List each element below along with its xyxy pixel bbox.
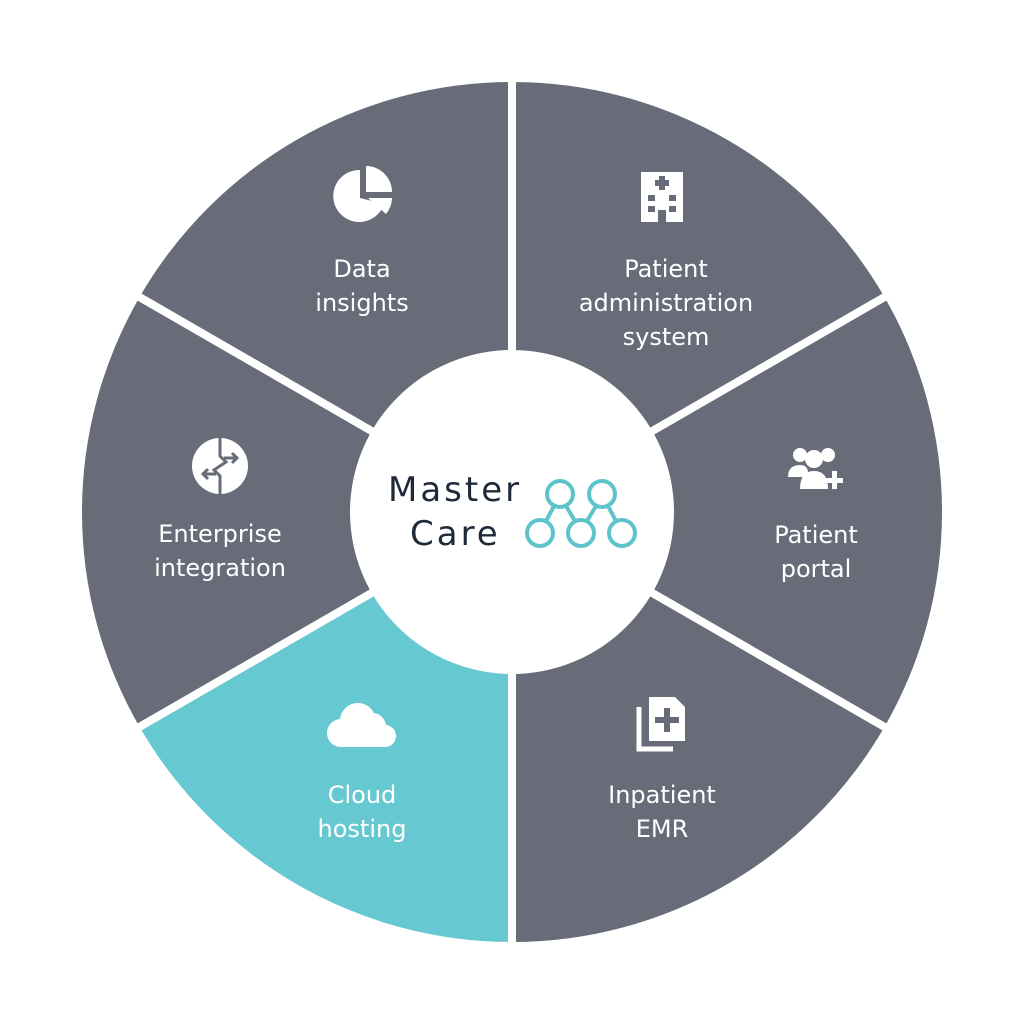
label-enterprise-integration: Enterprise integration (100, 517, 340, 585)
label-cloud-hosting: Cloud hosting (242, 778, 482, 846)
segment-patient-portal (512, 297, 943, 727)
label-line: Inpatient (608, 781, 716, 809)
logo-mark (525, 479, 637, 548)
label-line: hosting (317, 815, 407, 843)
label-line: EMR (635, 815, 689, 843)
hospital-building-icon (641, 172, 683, 222)
label-line: Data (333, 255, 391, 283)
users-plus-icon (788, 448, 843, 489)
label-patient-administration: Patient administration system (546, 252, 786, 354)
logo-text-master: Master (388, 470, 523, 510)
label-line: administration (578, 289, 754, 317)
label-data-insights: Data insights (242, 252, 482, 320)
label-line: Patient (624, 255, 708, 283)
center-circle (350, 350, 674, 674)
label-line: Cloud (327, 781, 397, 809)
label-line: Enterprise (158, 520, 282, 548)
segment-enterprise-integration (81, 297, 513, 727)
label-line: system (622, 323, 710, 351)
label-line: insights (315, 289, 409, 317)
cloud-icon (326, 703, 397, 748)
logo-text-care: Care (410, 514, 501, 554)
label-inpatient-emr: Inpatient EMR (542, 778, 782, 846)
pie-chart-icon (333, 166, 392, 222)
integration-arrows-icon (192, 438, 248, 494)
label-line: integration (154, 554, 286, 582)
label-line: portal (780, 555, 852, 583)
medical-document-icon (636, 697, 685, 752)
label-line: Patient (774, 521, 858, 549)
label-patient-portal: Patient portal (696, 518, 936, 586)
